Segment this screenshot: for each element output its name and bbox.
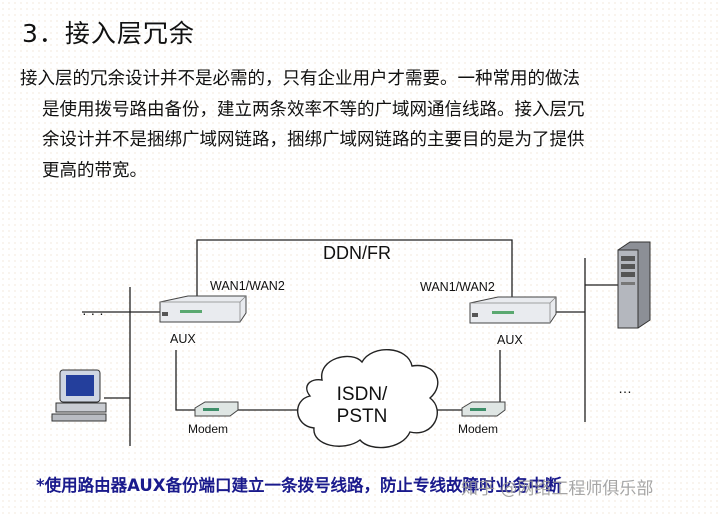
right-aux-link	[478, 350, 501, 411]
left-aux-label: AUX	[170, 332, 196, 346]
cloud-label-line1: ISDN/	[337, 384, 388, 405]
left-wan-label: WAN1/WAN2	[210, 279, 285, 293]
left-modem	[194, 401, 239, 417]
ddn-fr-label: DDN/FR	[323, 243, 391, 263]
right-ellipsis: …	[618, 380, 632, 396]
watermark: 知乎 @网络工程师俱乐部	[461, 479, 654, 499]
paragraph-line-2: 是使用拨号路由备份，建立两条效率不等的广域网通信线路。接入层冗	[42, 99, 585, 120]
left-ellipsis: · · ·	[82, 305, 104, 321]
right-modem	[461, 401, 506, 417]
cloud-label-line2: PSTN	[337, 406, 388, 427]
right-wan-label: WAN1/WAN2	[420, 280, 495, 294]
paragraph-line-1: 接入层的冗余设计并不是必需的，只有企业用户才需要。一种常用的做法	[20, 69, 580, 89]
left-aux-link	[175, 350, 195, 411]
right-router	[469, 296, 557, 324]
ddn-fr-link	[196, 239, 513, 300]
right-modem-label: Modem	[458, 422, 498, 436]
pc-workstation-icon	[51, 369, 107, 422]
right-aux-label: AUX	[497, 333, 523, 347]
server-icon	[617, 241, 651, 329]
left-router	[159, 295, 247, 323]
isdn-pstn-cloud	[296, 348, 439, 449]
body-paragraph: 接入层的冗余设计并不是必需的，只有企业用户才需要。一种常用的做法 是使用拨号路由…	[20, 64, 670, 186]
left-modem-label: Modem	[188, 422, 228, 436]
paragraph-line-3: 余设计并不是捆绑广域网链路，捆绑广域网链路的主要目的是为了提供	[42, 130, 585, 150]
paragraph-line-4: 更高的带宽。	[42, 160, 147, 181]
section-heading: 3．接入层冗余	[22, 19, 195, 48]
diagram-caption: *使用路由器AUX备份端口建立一条拨号线路，防止专线故障时业务中断	[36, 476, 562, 495]
